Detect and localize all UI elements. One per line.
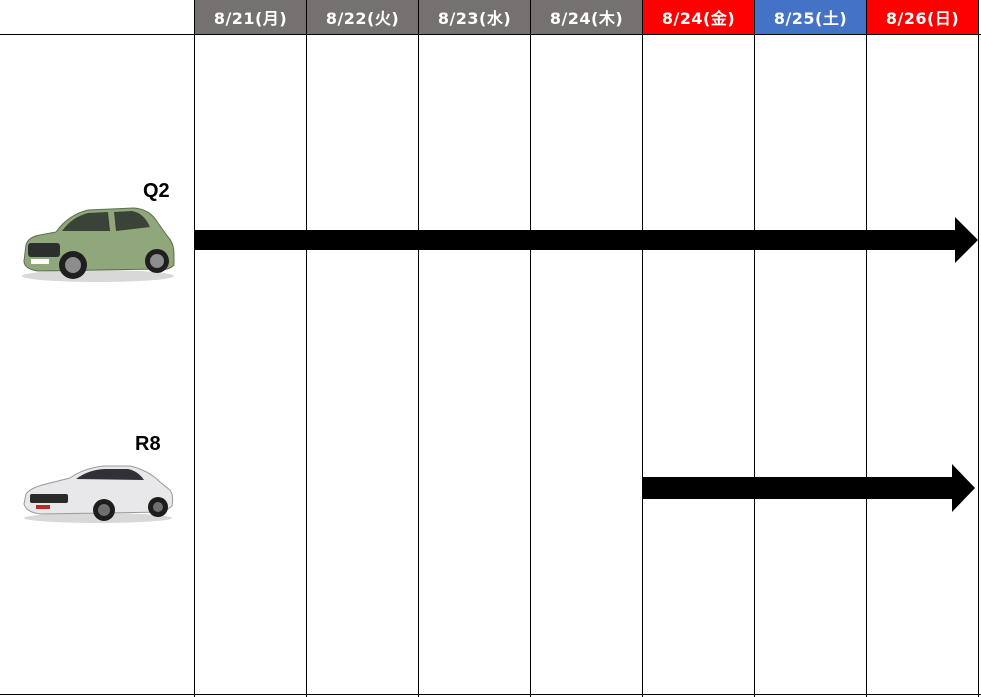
day-header-1: 8/22(火) — [307, 0, 418, 34]
day-header-2: 8/23(水) — [419, 0, 530, 34]
car-label-q2: Q2 — [143, 180, 170, 202]
grid-line — [418, 0, 419, 697]
day-header-5: 8/25(土) — [755, 0, 866, 34]
suv-car-icon — [22, 207, 175, 282]
grid-line — [306, 0, 307, 697]
sports-car-icon — [23, 465, 174, 523]
grid-line — [866, 0, 867, 697]
grid-line — [642, 0, 643, 697]
day-header-6: 8/26(日) — [867, 0, 978, 34]
day-header-0: 8/21(月) — [195, 0, 306, 34]
car-label-r8: R8 — [135, 433, 161, 455]
rental-arrow-q2 — [195, 217, 978, 263]
header-bottom-border — [0, 34, 981, 35]
day-header-3: 8/24(木) — [531, 0, 642, 34]
grid-line — [978, 0, 979, 697]
day-header-4: 8/24(金) — [643, 0, 754, 34]
rental-arrow-r8 — [643, 464, 975, 512]
grid-line — [194, 0, 195, 697]
grid-line — [530, 0, 531, 697]
grid-line — [754, 0, 755, 697]
grid-bottom-border — [0, 694, 981, 695]
